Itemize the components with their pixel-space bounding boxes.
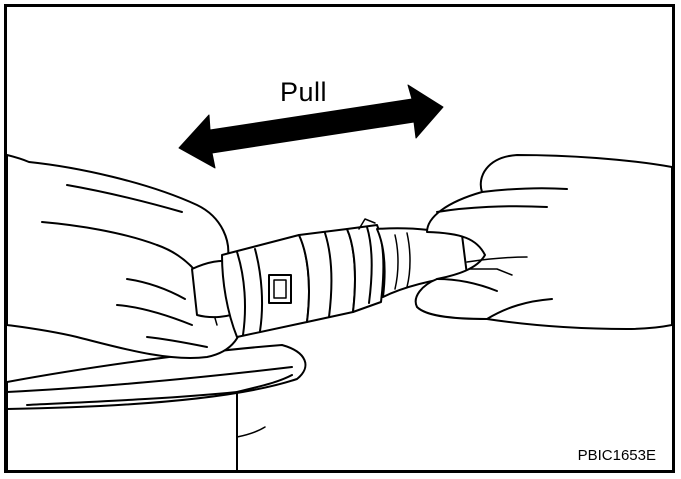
pull-direction-label: Pull — [280, 77, 328, 107]
double-headed-arrow-icon — [178, 84, 444, 169]
diagram-frame: Pull PBIC1653E — [4, 4, 675, 473]
connector-disconnect-illustration — [7, 84, 672, 470]
figure-code: PBIC1653E — [577, 447, 656, 464]
left-hand — [7, 154, 250, 359]
quick-connector — [191, 218, 468, 338]
right-hand — [414, 154, 672, 330]
base-fitting — [7, 344, 307, 470]
